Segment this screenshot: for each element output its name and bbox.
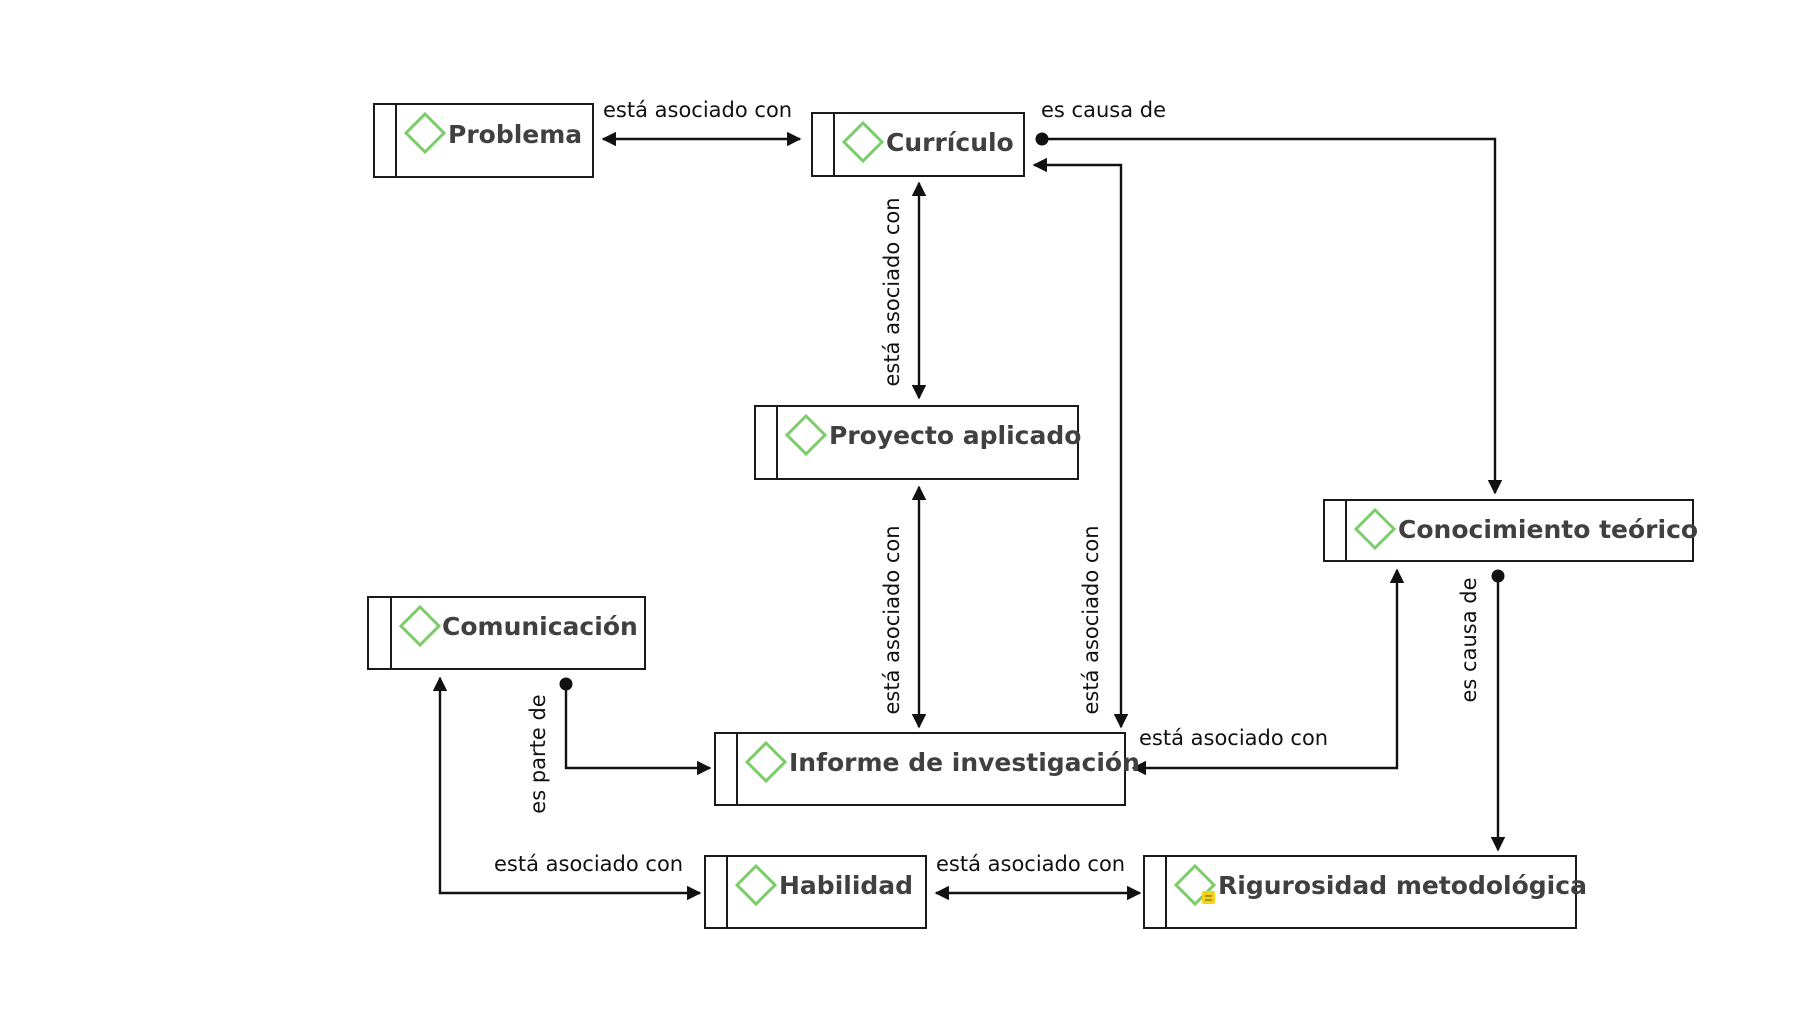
concept-label: Informe de investigación (789, 748, 1140, 777)
concept-curriculo[interactable]: Currículo (811, 112, 1025, 177)
edge-conocimiento-rigurosidad[interactable] (1490, 569, 1506, 852)
edge-conocimiento-informe[interactable] (1131, 568, 1405, 776)
concept-label: Currículo (886, 128, 1014, 157)
concept-label: Problema (448, 120, 582, 149)
edge-curriculo-informe[interactable] (1032, 157, 1129, 729)
link-label-curriculo-informe: está asociado con (1079, 525, 1103, 714)
link-label-curriculo-proyecto: está asociado con (880, 197, 904, 386)
edge-comunicacion-informe[interactable] (559, 677, 712, 776)
concept-informe-de-investigacion[interactable]: Informe de investigación (714, 732, 1140, 806)
edge-curriculo-conocimiento[interactable] (1035, 132, 1503, 495)
link-label-curriculo-conocimiento: es causa de (1041, 98, 1166, 122)
concept-habilidad[interactable]: Habilidad (704, 855, 927, 929)
link-label-proyecto-informe: está asociado con (880, 525, 904, 714)
concept-label: Comunicación (442, 612, 638, 641)
link-label-problema-curriculo: está asociado con (603, 98, 792, 122)
link-label-conocimiento-informe: está asociado con (1139, 726, 1328, 750)
concept-proyecto-aplicado[interactable]: Proyecto aplicado (754, 405, 1081, 480)
note-icon[interactable] (1202, 891, 1215, 904)
concept-conocimiento-teorico[interactable]: Conocimiento teórico (1323, 499, 1698, 562)
concept-comunicacion[interactable]: Comunicación (367, 596, 646, 670)
edge-comunicacion-habilidad[interactable] (432, 676, 702, 901)
concept-rigurosidad-metodologica[interactable]: Rigurosidad metodológica (1143, 855, 1587, 929)
link-label-conocimiento-rigurosidad: es causa de (1457, 578, 1481, 703)
concept-label: Proyecto aplicado (829, 421, 1081, 450)
concept-label: Rigurosidad metodológica (1218, 871, 1587, 900)
link-label-habilidad-rigurosidad: está asociado con (936, 852, 1125, 876)
concept-label: Conocimiento teórico (1398, 515, 1698, 544)
concept-label: Habilidad (779, 871, 913, 900)
link-label-comunicacion-habilidad: está asociado con (494, 852, 683, 876)
link-label-comunicacion-informe: es parte de (526, 694, 550, 813)
concept-problema[interactable]: Problema (373, 103, 594, 178)
